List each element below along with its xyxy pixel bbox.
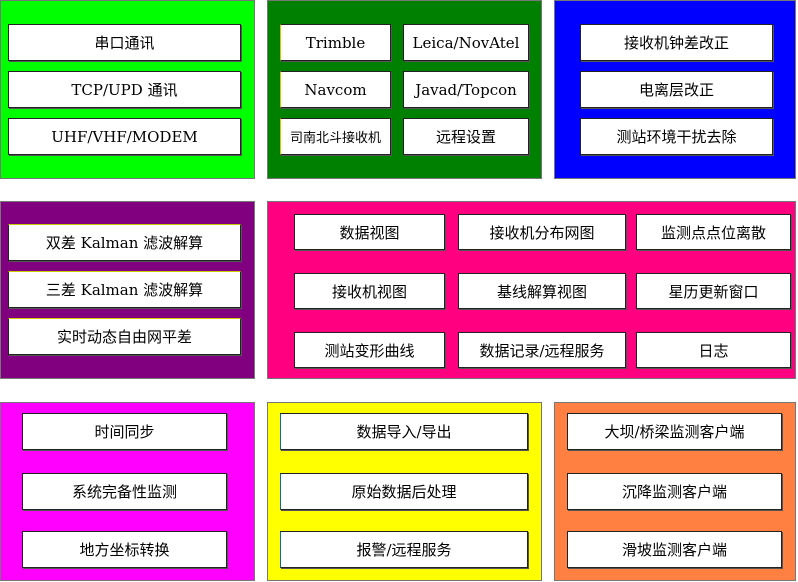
module-serial[interactable]: 串口通讯: [8, 24, 241, 61]
settlement-client[interactable]: 沉降监测客户端: [567, 473, 782, 510]
view-baseline[interactable]: 基线解算视图: [458, 273, 626, 309]
data-import-export[interactable]: 数据导入/导出: [280, 413, 528, 450]
module-uhf[interactable]: UHF/VHF/MODEM: [8, 118, 241, 155]
landslide-client[interactable]: 滑坡监测客户端: [567, 531, 782, 568]
receiver-trimble[interactable]: Trimble: [280, 24, 391, 61]
clock-correction[interactable]: 接收机钟差改正: [580, 24, 773, 61]
view-log[interactable]: 日志: [636, 332, 791, 368]
receiver-javad[interactable]: Javad/Topcon: [403, 71, 529, 108]
receiver-sinan[interactable]: 司南北斗接收机: [280, 118, 391, 155]
double-diff-kalman[interactable]: 双差 Kalman 滤波解算: [8, 224, 241, 261]
view-point-dispersion[interactable]: 监测点点位离散: [636, 214, 791, 250]
receiver-navcom[interactable]: Navcom: [280, 71, 391, 108]
raw-postprocessing[interactable]: 原始数据后处理: [280, 473, 528, 510]
dam-bridge-client[interactable]: 大坝/桥梁监测客户端: [567, 413, 782, 450]
remote-settings[interactable]: 远程设置: [403, 118, 529, 155]
coordinate-transform[interactable]: 地方坐标转换: [22, 531, 227, 568]
view-ephemeris[interactable]: 星历更新窗口: [636, 273, 791, 309]
receiver-leica[interactable]: Leica/NovAtel: [403, 24, 529, 61]
view-receiver[interactable]: 接收机视图: [294, 273, 445, 309]
view-deformation-curve[interactable]: 测站变形曲线: [294, 332, 445, 368]
interference-removal[interactable]: 测站环境干扰去除: [580, 118, 773, 155]
time-sync[interactable]: 时间同步: [22, 413, 227, 450]
alarm-remote-service[interactable]: 报警/远程服务: [280, 531, 528, 568]
network-adjustment[interactable]: 实时动态自由网平差: [8, 318, 241, 355]
module-tcp[interactable]: TCP/UPD 通讯: [8, 71, 241, 108]
view-receiver-network[interactable]: 接收机分布网图: [458, 214, 626, 250]
view-data[interactable]: 数据视图: [294, 214, 445, 250]
integrity-monitoring[interactable]: 系统完备性监测: [22, 473, 227, 510]
view-data-record[interactable]: 数据记录/远程服务: [458, 332, 626, 368]
triple-diff-kalman[interactable]: 三差 Kalman 滤波解算: [8, 271, 241, 308]
ionosphere-correction[interactable]: 电离层改正: [580, 71, 773, 108]
